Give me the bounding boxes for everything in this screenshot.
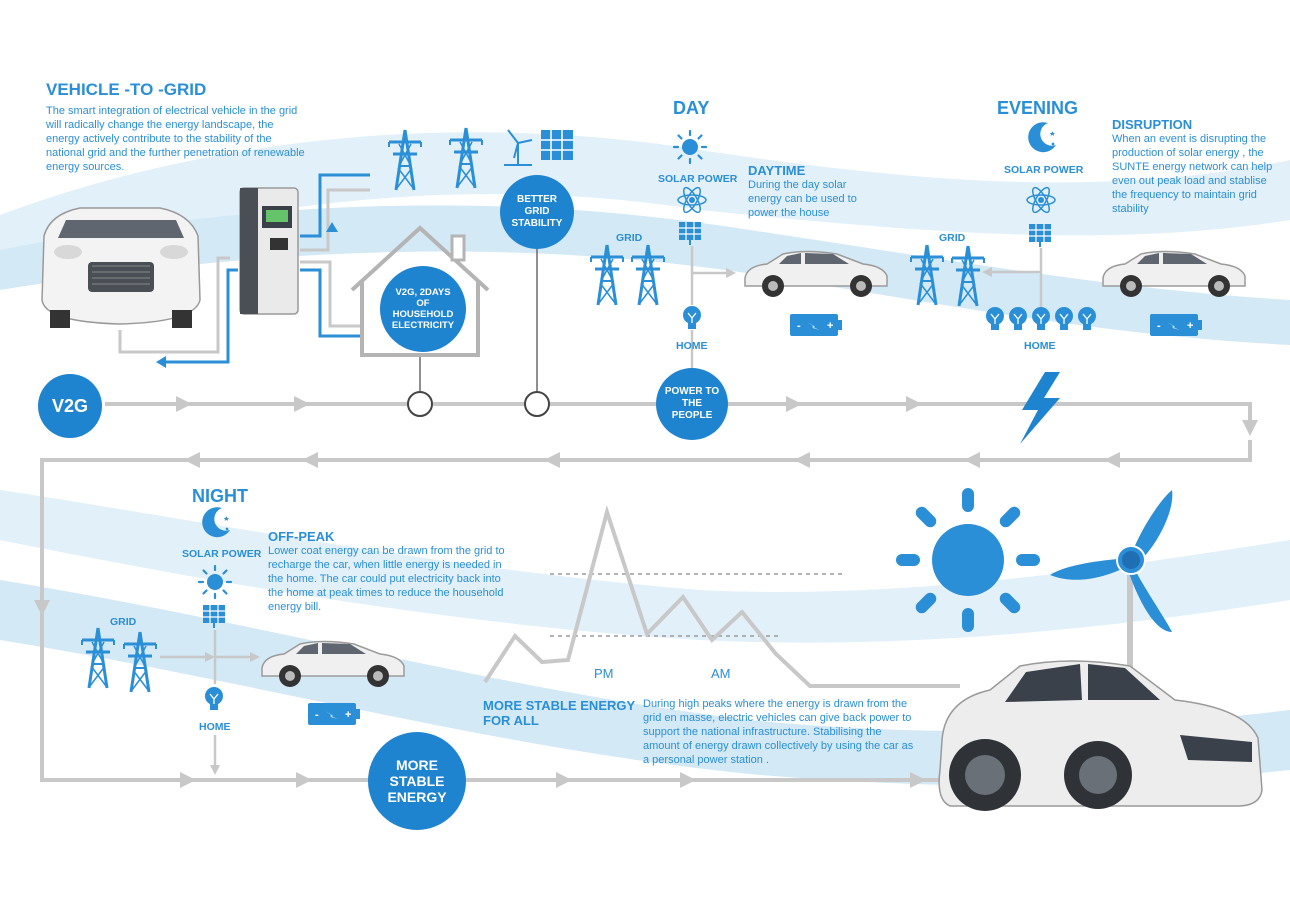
house-label: V2G, 2DAYS OF HOUSEHOLD ELECTRICITY <box>380 266 466 352</box>
battery-icon <box>1150 314 1202 336</box>
wind-turbine-icon <box>504 129 533 166</box>
daytime-title: DAYTIME <box>748 163 806 178</box>
wave-band <box>0 132 1290 275</box>
off-peak-text: Lower coat energy can be drawn from the … <box>268 545 505 613</box>
moon-icon <box>1027 121 1057 153</box>
battery-icon <box>790 314 842 336</box>
evening-grid-label: GRID <box>939 232 966 244</box>
day-home-label: HOME <box>676 340 708 352</box>
stable-for-all-title: MORE STABLE ENERGY FOR ALL <box>483 698 635 728</box>
v2g-badge: V2G <box>38 374 102 438</box>
solar-panel-icon <box>1028 223 1052 248</box>
evening-home-label: HOME <box>1024 340 1056 352</box>
stable-for-all-text: During high peaks where the energy is dr… <box>643 698 914 766</box>
more-stable-badge: MORE STABLE ENERGY <box>368 732 466 830</box>
intro-text: The smart integration of electrical vehi… <box>46 105 305 173</box>
wave-band <box>0 490 1290 643</box>
lightning-icon <box>1020 372 1060 444</box>
better-grid-badge: BETTER GRID STABILITY <box>500 175 574 249</box>
car-icon <box>1102 250 1246 298</box>
evening-solar-label: SOLAR POWER <box>1004 164 1084 176</box>
day-solar-label: SOLAR POWER <box>658 173 738 185</box>
night-home-label: HOME <box>199 721 231 733</box>
house-icon <box>350 225 490 357</box>
charger-icon <box>239 187 299 315</box>
bulb-icon <box>1008 306 1028 331</box>
node-circle <box>524 391 550 417</box>
daytime-text: During the day solar energy can be used … <box>748 179 857 219</box>
disruption-text: When an event is disrupting the producti… <box>1112 133 1273 215</box>
day-grid-label: GRID <box>616 232 643 244</box>
bulb-icon <box>1054 306 1074 331</box>
wave-band <box>0 205 1290 345</box>
bulb-icon <box>682 305 702 330</box>
solar-panel-icon <box>541 130 573 160</box>
off-peak-title: OFF-PEAK <box>268 529 335 544</box>
page-title: VEHICLE -TO -GRID <box>46 80 207 99</box>
car-icon <box>41 207 201 328</box>
node-circle <box>407 391 433 417</box>
flow-arrows <box>34 396 1258 788</box>
sun-icon <box>197 564 233 600</box>
day-title: DAY <box>673 98 710 118</box>
night-title: NIGHT <box>192 486 248 506</box>
evening-title: EVENING <box>997 98 1079 118</box>
bulb-icon <box>204 686 224 711</box>
chart-pm-label: PM <box>594 666 614 681</box>
bulb-icon <box>1031 306 1051 331</box>
sun-icon <box>672 129 708 165</box>
bulb-icon <box>985 306 1005 331</box>
car-icon <box>938 660 1263 811</box>
disruption-title: DISRUPTION <box>1112 117 1193 132</box>
night-grid-label: GRID <box>110 616 137 628</box>
battery-icon <box>308 703 360 725</box>
night-solar-label: SOLAR POWER <box>182 548 262 560</box>
sun-icon <box>896 488 1040 632</box>
power-people-badge: POWER TO THE PEOPLE <box>656 368 728 440</box>
wind-turbine-icon <box>1050 490 1173 680</box>
peak-curve <box>483 504 960 688</box>
chart-am-label: AM <box>711 666 731 681</box>
